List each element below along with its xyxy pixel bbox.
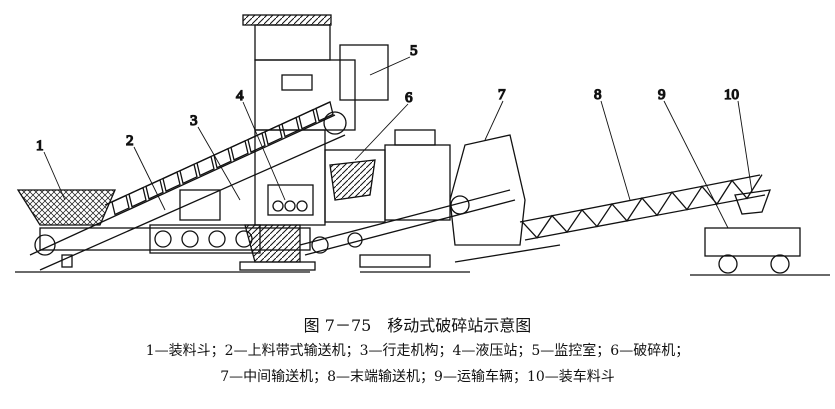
callout-5: 5 [410, 43, 418, 59]
callout-6: 6 [405, 90, 413, 106]
feed-hopper [16, 189, 116, 268]
figure-legend-line-2: 7—中间输送机；8—末端输送机；9—运输车辆；10—装车料斗 [220, 369, 615, 385]
conveyor-slat [145, 178, 164, 200]
callout-1: 1 [36, 138, 44, 154]
conveyor-slat [179, 163, 198, 185]
base-frame [39, 189, 316, 271]
conveyor-slat [247, 132, 266, 154]
end-conveyor [519, 174, 766, 241]
mobile-crushing-station-drawing: 1 2 3 4 5 6 7 8 9 10 [15, 14, 830, 276]
crusher [324, 129, 451, 223]
conveyor-slat [315, 100, 334, 122]
figure-title: 图 7－75 移动式破碎站示意图 [303, 316, 532, 335]
conveyor-slat [281, 116, 300, 138]
intermediate-conveyor [299, 134, 561, 268]
conveyor-slat [230, 139, 249, 161]
feed-belt-conveyor [29, 100, 347, 271]
callout-3: 3 [190, 113, 198, 129]
transport-vehicle [704, 227, 801, 274]
callout-8: 8 [594, 87, 602, 103]
callout-4: 4 [236, 88, 244, 104]
callout-7: 7 [498, 87, 506, 103]
callout-leaders [43, 56, 753, 229]
callout-2: 2 [126, 133, 134, 149]
conveyor-slat [128, 186, 147, 208]
conveyor-slat [264, 124, 283, 146]
conveyor-slat [111, 194, 130, 216]
callout-9: 9 [658, 87, 666, 103]
conveyor-slat [196, 155, 215, 177]
figure-legend-line-1: 1—装料斗；2—上料带式输送机；3—行走机构；4—液压站；5—监控室；6—破碎机… [145, 343, 690, 359]
ground-line [15, 271, 830, 276]
conveyor-slat [213, 147, 232, 169]
conveyor-slat [298, 108, 317, 130]
conveyor-slat [162, 171, 181, 193]
callout-10: 10 [724, 87, 739, 103]
loading-hopper [734, 189, 771, 215]
